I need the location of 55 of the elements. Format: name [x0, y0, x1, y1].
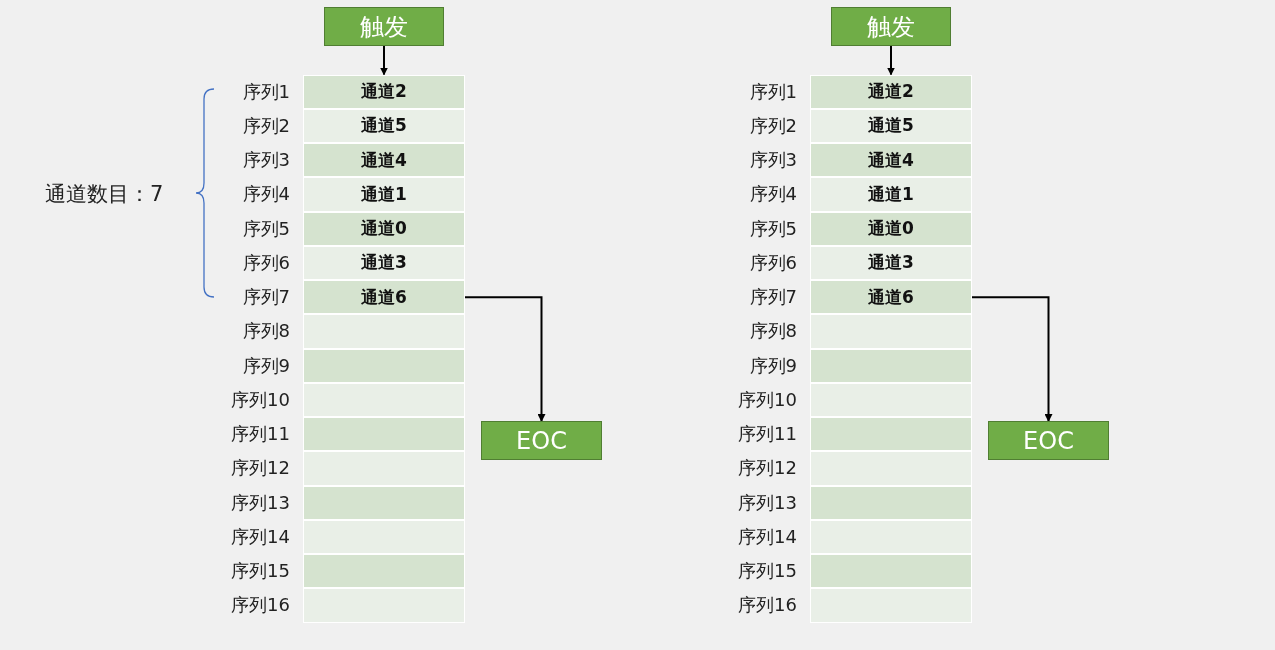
channel-label: 通道6 — [868, 285, 914, 309]
channel-label: 通道2 — [361, 80, 407, 104]
row-label: 序列8 — [749, 319, 797, 344]
row-label: 序列5 — [242, 216, 290, 241]
channel-label: 通道0 — [868, 217, 914, 241]
row-label: 序列14 — [231, 524, 290, 549]
row-label: 序列11 — [231, 422, 290, 447]
channel-label: 通道1 — [868, 182, 914, 206]
row-label: 序列11 — [738, 422, 797, 447]
channel-label: 通道5 — [868, 114, 914, 138]
channel-label: 通道4 — [361, 148, 407, 172]
channel-label: 通道5 — [361, 114, 407, 138]
row-label: 序列12 — [738, 456, 797, 481]
process-box: 触发 — [324, 7, 444, 46]
row-label: 序列10 — [231, 387, 290, 412]
channel-label: 通道4 — [868, 148, 914, 172]
channel-label: 通道1 — [361, 182, 407, 206]
process-box: EOC — [481, 421, 602, 460]
process-box: 触发 — [831, 7, 951, 46]
arrow — [971, 296, 1053, 422]
row-label: 序列14 — [738, 524, 797, 549]
row-label: 序列3 — [749, 148, 797, 173]
row-label: 序列16 — [738, 593, 797, 618]
arrow — [464, 296, 546, 422]
row-label: 序列13 — [231, 490, 290, 515]
row-label: 序列1 — [242, 79, 290, 104]
channel-label: 通道2 — [868, 80, 914, 104]
row-label: 序列15 — [231, 559, 290, 584]
arrow — [380, 45, 388, 76]
row-label: 序列4 — [242, 182, 290, 207]
process-box: EOC — [988, 421, 1109, 460]
row-label: 序列7 — [242, 285, 290, 310]
channel-label: 通道3 — [868, 251, 914, 275]
row-label: 序列9 — [242, 353, 290, 378]
row-label: 序列5 — [749, 216, 797, 241]
row-label: 序列10 — [738, 387, 797, 412]
row-label: 序列13 — [738, 490, 797, 515]
row-label: 序列7 — [749, 285, 797, 310]
row-label: 序列3 — [242, 148, 290, 173]
row-label: 序列2 — [242, 113, 290, 138]
row-label: 序列15 — [738, 559, 797, 584]
row-label: 序列2 — [749, 113, 797, 138]
channel-label: 通道0 — [361, 217, 407, 241]
row-label: 序列8 — [242, 319, 290, 344]
row-label: 序列4 — [749, 182, 797, 207]
row-label: 序列9 — [749, 353, 797, 378]
row-label: 序列12 — [231, 456, 290, 481]
arrow — [887, 45, 895, 76]
row-label: 序列1 — [749, 79, 797, 104]
row-label: 序列6 — [242, 250, 290, 275]
count-label: 通道数目：7 — [45, 181, 164, 208]
channel-label: 通道3 — [361, 251, 407, 275]
row-label: 序列6 — [749, 250, 797, 275]
row-label: 序列16 — [231, 593, 290, 618]
channel-label: 通道6 — [361, 285, 407, 309]
